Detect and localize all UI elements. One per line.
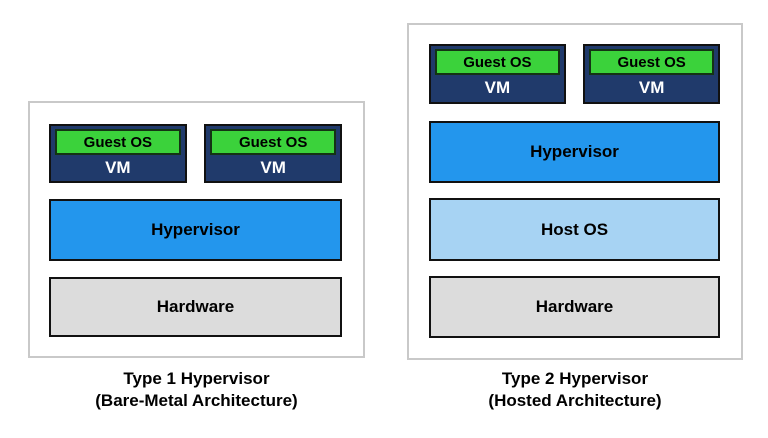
type2-panel: Guest OS VM Guest OS VM Hypervisor Host … — [407, 23, 743, 360]
type2-caption-line1: Type 2 Hypervisor — [501, 369, 649, 388]
hypervisor-layer: Hypervisor — [49, 198, 342, 262]
type2-caption: Type 2 Hypervisor (Hosted Architecture) — [407, 368, 743, 412]
guest-os-box: Guest OS — [435, 49, 560, 75]
host-os-layer: Host OS — [429, 198, 720, 261]
guest-os-box: Guest OS — [589, 49, 714, 75]
hardware-layer: Hardware — [49, 277, 342, 337]
hypervisor-layer: Hypervisor — [429, 120, 720, 183]
type1-caption: Type 1 Hypervisor (Bare-Metal Architectu… — [28, 368, 365, 412]
vm-label: VM — [105, 157, 131, 177]
hardware-layer: Hardware — [429, 276, 720, 339]
vm-box: Guest OS VM — [429, 44, 566, 104]
vm-box: Guest OS VM — [583, 44, 720, 104]
type1-caption-line2: (Bare-Metal Architecture) — [95, 391, 298, 410]
type2-caption-line2: (Hosted Architecture) — [488, 391, 662, 410]
vm-box: Guest OS VM — [49, 124, 187, 183]
vm-label: VM — [638, 78, 665, 98]
guest-os-box: Guest OS — [55, 129, 181, 155]
vm-label: VM — [484, 78, 511, 98]
type1-caption-line1: Type 1 Hypervisor — [123, 369, 270, 388]
guest-os-box: Guest OS — [210, 129, 336, 155]
type1-vm-row: Guest OS VM Guest OS VM — [49, 124, 342, 183]
vm-box: Guest OS VM — [204, 124, 342, 183]
type1-panel: Guest OS VM Guest OS VM Hypervisor Hardw… — [28, 101, 365, 358]
type2-vm-row: Guest OS VM Guest OS VM — [429, 44, 720, 104]
vm-label: VM — [260, 157, 286, 177]
